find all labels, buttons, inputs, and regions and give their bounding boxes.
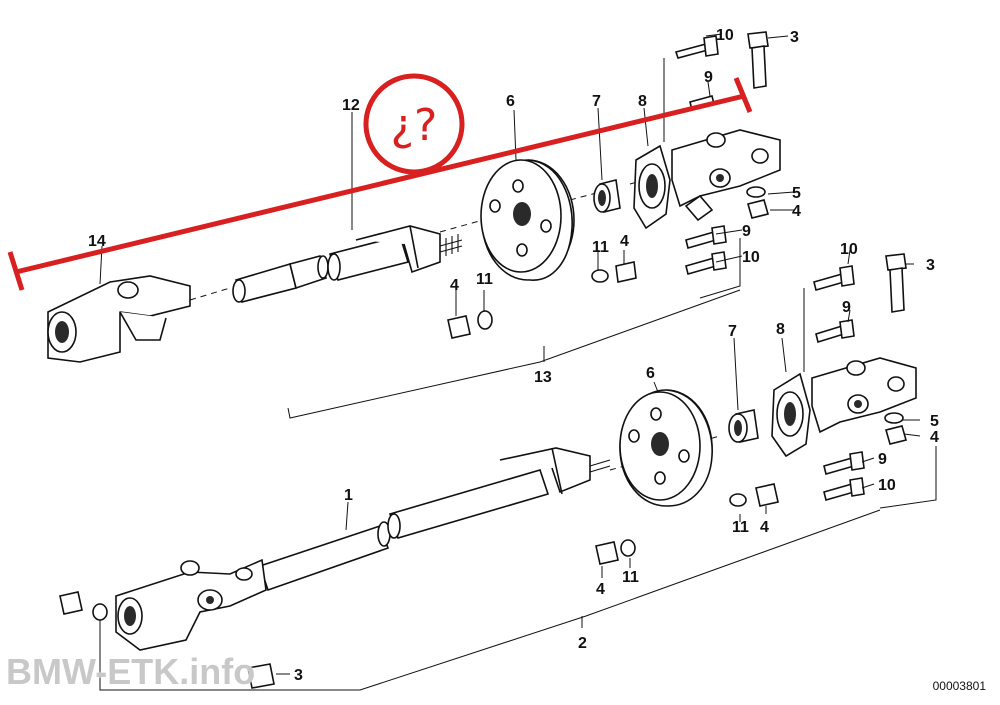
callout-9b-lower: 9 bbox=[878, 451, 887, 468]
callout-3: 3 bbox=[790, 29, 799, 46]
callout-8: 8 bbox=[638, 93, 647, 110]
upper-universal-joint bbox=[671, 129, 781, 222]
callout-2: 2 bbox=[578, 635, 587, 652]
callout-13: 13 bbox=[534, 369, 552, 386]
callout-3-lower: 3 bbox=[926, 257, 935, 274]
shaft-1 bbox=[258, 447, 611, 592]
lower-fasteners bbox=[59, 253, 907, 689]
flange-8-lower bbox=[771, 372, 811, 458]
lower-universal-joint bbox=[115, 558, 267, 651]
watermark: BMW-ETK.info bbox=[6, 651, 256, 692]
lower-end-universal-joint bbox=[811, 357, 917, 434]
callout-10b: 10 bbox=[742, 249, 760, 266]
callout-9-lower: 9 bbox=[842, 299, 851, 316]
bushing-7 bbox=[593, 179, 621, 213]
flange-8 bbox=[633, 144, 671, 230]
red-annotation: ¿? bbox=[7, 73, 753, 291]
flex-disc-6 bbox=[480, 159, 575, 281]
callout-14: 14 bbox=[88, 233, 106, 250]
callout-10-lower: 10 bbox=[840, 241, 858, 258]
callout-8-lower: 8 bbox=[776, 321, 785, 338]
callout-5-lower: 5 bbox=[930, 413, 939, 430]
callout-9b: 9 bbox=[742, 223, 751, 240]
bushing-7-lower bbox=[728, 409, 759, 443]
callout-4c-lower: 4 bbox=[596, 581, 605, 598]
lower-assembly: 10 3 9 7 8 6 5 4 9 10 1 11 4 4 11 2 3 bbox=[59, 241, 939, 691]
drawing-number: 00003801 bbox=[932, 679, 986, 693]
callout-5: 5 bbox=[792, 185, 801, 202]
red-measure-cap-right bbox=[733, 77, 753, 113]
callout-12: 12 bbox=[342, 97, 360, 114]
spline-sleeve bbox=[232, 255, 329, 303]
callout-11: 11 bbox=[592, 239, 609, 256]
callout-11b: 11 bbox=[476, 271, 493, 288]
callout-7-lower: 7 bbox=[728, 323, 737, 340]
red-measure-cap-left bbox=[7, 251, 25, 291]
callout-1: 1 bbox=[344, 487, 353, 504]
callout-4b-lower: 4 bbox=[760, 519, 769, 536]
universal-joint-14 bbox=[47, 275, 191, 363]
callout-7: 7 bbox=[592, 93, 601, 110]
callout-4b: 4 bbox=[620, 233, 629, 250]
red-circle bbox=[363, 73, 465, 175]
question-mark-annotation: ¿? bbox=[391, 100, 438, 151]
red-measure-line bbox=[15, 93, 745, 275]
callout-6: 6 bbox=[506, 93, 515, 110]
callout-10: 10 bbox=[716, 27, 734, 44]
callout-11-lower: 11 bbox=[732, 519, 749, 536]
upper-assembly: 12 6 7 8 10 3 9 5 4 9 10 14 11 4 4 11 13 bbox=[47, 27, 801, 419]
callout-10b-lower: 10 bbox=[878, 477, 896, 494]
shaft-12 bbox=[327, 225, 463, 281]
flex-disc-6-lower bbox=[619, 389, 713, 507]
callout-6-lower: 6 bbox=[646, 365, 655, 382]
callout-3b-lower: 3 bbox=[294, 667, 303, 684]
callout-4-lower: 4 bbox=[930, 429, 939, 446]
callout-4c: 4 bbox=[450, 277, 459, 294]
callout-11b-lower: 11 bbox=[622, 569, 639, 586]
callout-4: 4 bbox=[792, 203, 801, 220]
callout-9: 9 bbox=[704, 69, 713, 86]
upper-fasteners bbox=[447, 31, 769, 339]
